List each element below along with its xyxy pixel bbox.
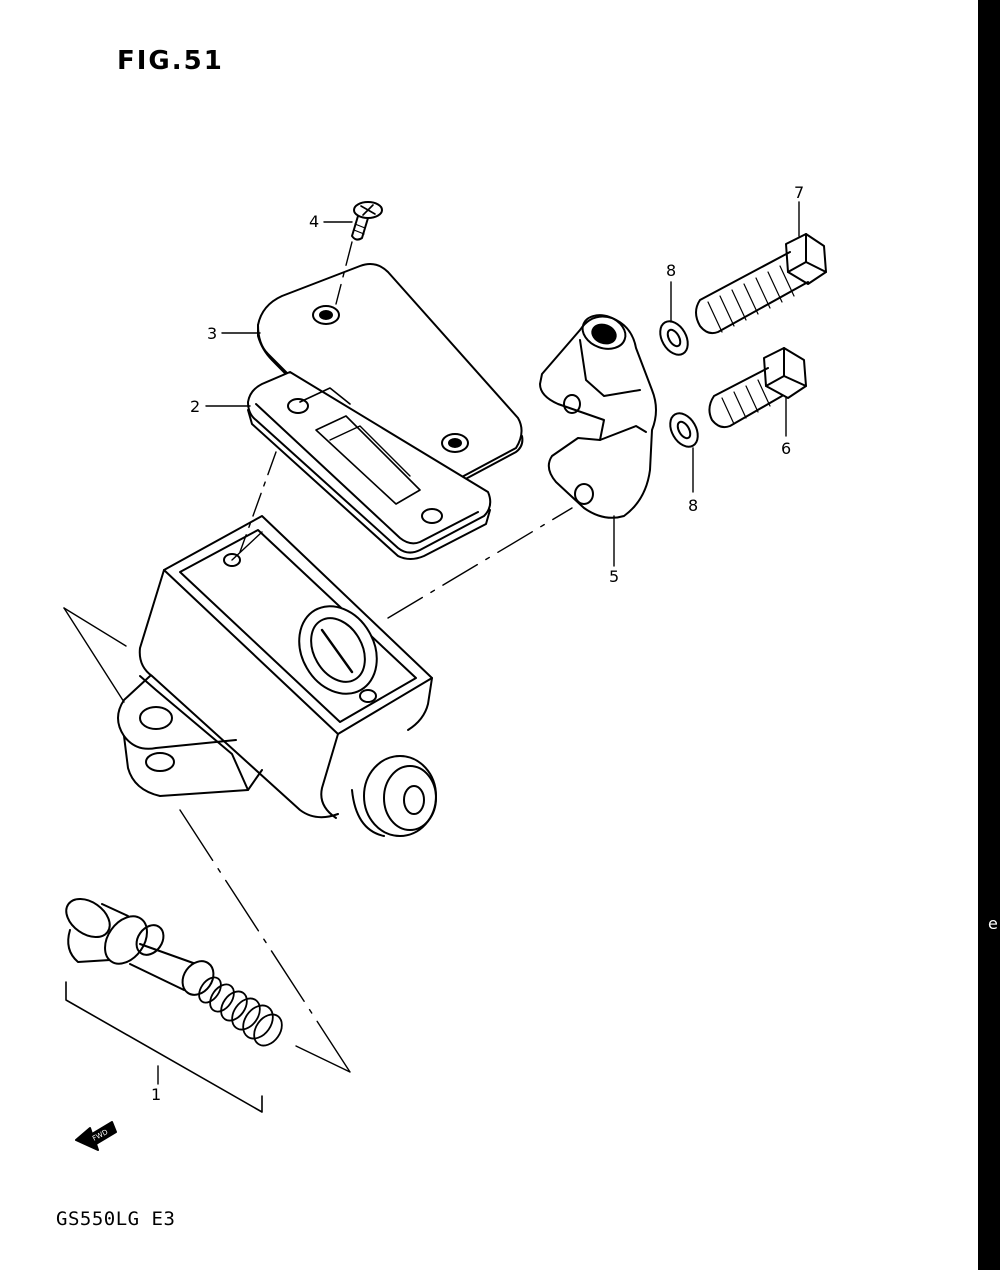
callout-5: 5 <box>609 567 619 586</box>
callout-3: 3 <box>207 324 217 343</box>
master-cylinder-body[interactable] <box>117 515 437 837</box>
part-1-piston-assembly[interactable] <box>59 891 287 1113</box>
callout-4: 4 <box>309 212 319 231</box>
edge-mark: e <box>988 914 998 933</box>
fwd-arrow-icon: FWD <box>75 1121 117 1151</box>
page-edge-bar <box>978 0 1000 1270</box>
callout-1: 1 <box>151 1085 161 1104</box>
part-3-reservoir-cap[interactable] <box>257 263 524 502</box>
part-6-short-bolt[interactable] <box>708 347 807 429</box>
callout-8-upper: 8 <box>666 261 676 280</box>
figure-title: FIG.51 <box>117 46 224 76</box>
part-4-screw[interactable] <box>351 201 383 241</box>
part-8-washer-upper[interactable] <box>655 316 694 359</box>
alignment-lines <box>63 241 573 1073</box>
piston-spring <box>198 976 283 1047</box>
callout-8-lower: 8 <box>688 496 698 515</box>
callout-7: 7 <box>794 183 804 202</box>
callout-2: 2 <box>190 397 200 416</box>
callout-numbers: 4 3 2 7 8 6 8 5 1 <box>151 183 804 1104</box>
part-7-long-bolt[interactable] <box>695 233 827 335</box>
leader-lines <box>157 201 800 1085</box>
part-2-diaphragm[interactable] <box>247 371 492 560</box>
part-5-clamp[interactable] <box>539 309 657 519</box>
callout-6: 6 <box>781 439 791 458</box>
model-code: GS550LG E3 <box>56 1208 176 1230</box>
part-8-washer-lower[interactable] <box>665 408 704 451</box>
